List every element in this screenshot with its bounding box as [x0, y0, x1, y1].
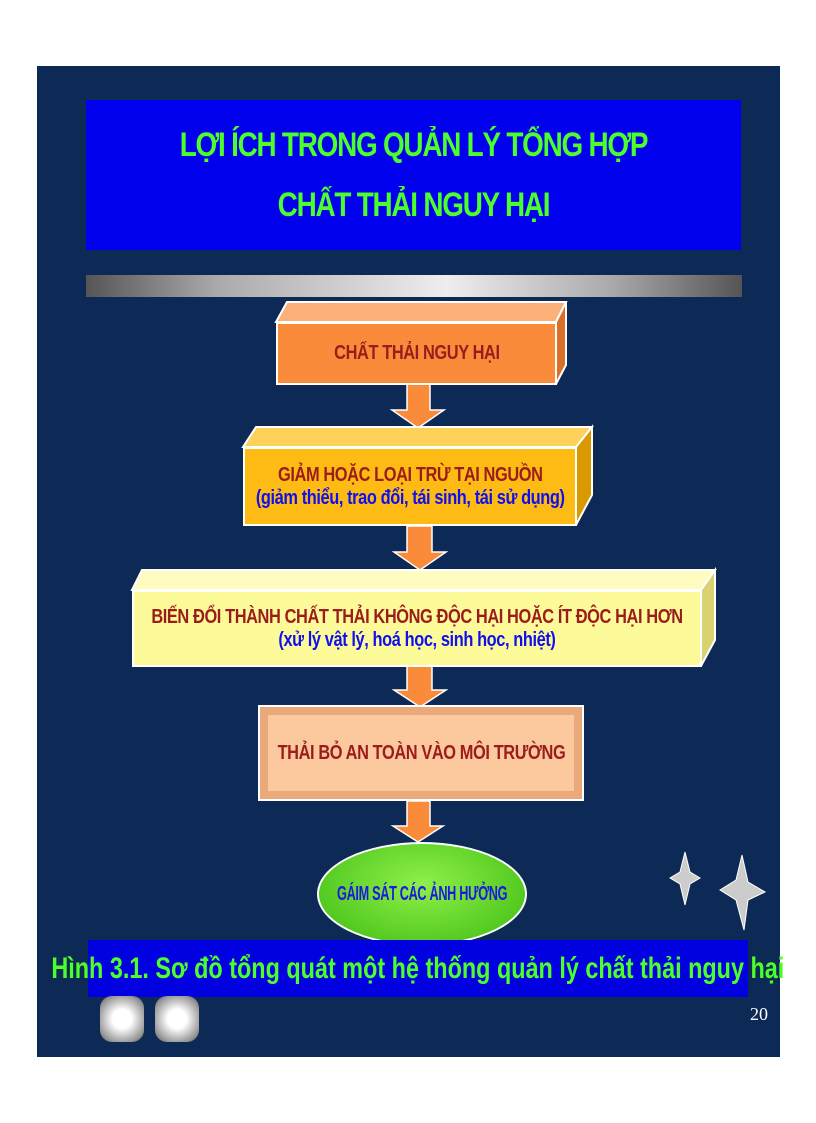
arrow-4: [390, 800, 446, 843]
title-line-1: LỢI ÍCH TRONG QUẢN LÝ TỔNG HỢP: [179, 126, 649, 164]
box-1-top: [274, 301, 568, 323]
caption-text: Hình 3.1. Sơ đồ tổng quát một hệ thống q…: [51, 951, 785, 985]
flow-step-3: BIẾN ĐỔI THÀNH CHẤT THẢI KHÔNG ĐỘC HẠI H…: [132, 590, 702, 667]
star-icon: [719, 854, 767, 931]
flow-step-1-title: CHẤT THẢI NGUY HẠI: [333, 342, 500, 364]
page-number: 20: [750, 1004, 768, 1024]
flow-step-5: GÁIM SÁT CÁC ẢNH HƯỞNG: [317, 842, 527, 946]
flow-step-3-title: BIẾN ĐỔI THÀNH CHẤT THẢI KHÔNG ĐỘC HẠI H…: [151, 605, 683, 628]
flow-step-3-subtitle: (xử lý vật lý, hoá học, sinh học, nhiệt): [278, 628, 556, 651]
divider-bar: [86, 275, 742, 297]
arrow-1: [389, 383, 447, 429]
flow-step-1: CHẤT THẢI NGUY HẠI: [276, 322, 557, 385]
flow-step-4-title: THẢI BỎ AN TOÀN VÀO MÔI TRƯỜNG: [277, 741, 565, 764]
title-line-2: CHẤT THẢI NGUY HẠI: [277, 186, 551, 224]
flow-step-2-title: GIẢM HOẶC LOẠI TRỪ TẠI NGUỒN: [277, 463, 543, 486]
flow-step-2-subtitle: (giảm thiểu, trao đổi, tái sinh, tái sử …: [255, 486, 565, 509]
box-2-top: [241, 426, 595, 448]
nav-next-button[interactable]: [155, 996, 199, 1042]
nav-prev-button[interactable]: [100, 996, 144, 1042]
slide-title: LỢI ÍCH TRONG QUẢN LÝ TỔNG HỢP CHẤT THẢI…: [86, 100, 741, 250]
star-icon: [669, 851, 701, 906]
arrow-2: [391, 525, 449, 571]
flow-step-5-title: GÁIM SÁT CÁC ẢNH HƯỞNG: [336, 882, 508, 905]
arrow-3: [391, 665, 449, 708]
box-3-top: [130, 569, 717, 591]
flow-step-2: GIẢM HOẶC LOẠI TRỪ TẠI NGUỒN (giảm thiểu…: [243, 447, 577, 526]
flow-step-4: THẢI BỎ AN TOÀN VÀO MÔI TRƯỜNG: [258, 705, 584, 801]
figure-caption: Hình 3.1. Sơ đồ tổng quát một hệ thống q…: [52, 940, 784, 997]
